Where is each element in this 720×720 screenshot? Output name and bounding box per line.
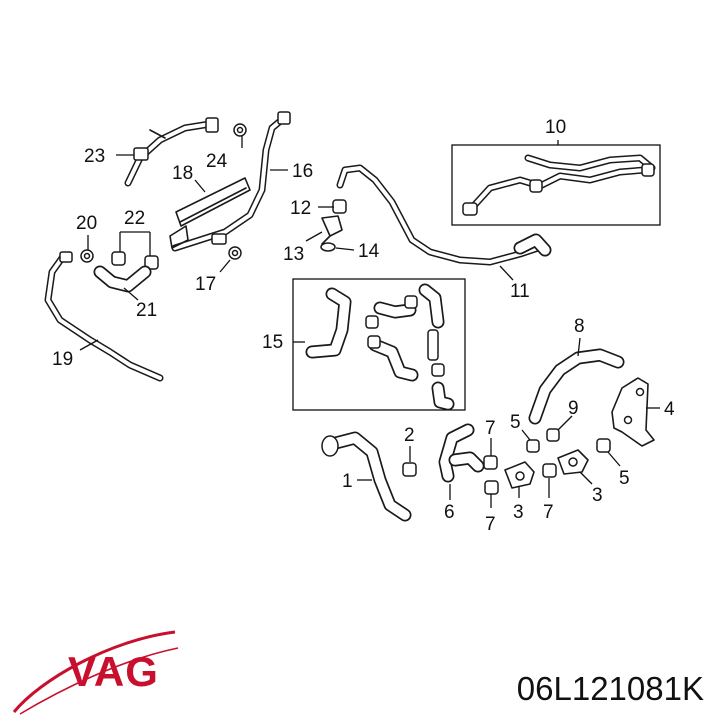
callout-9: 9: [568, 398, 579, 419]
callout-1: 1: [342, 471, 353, 492]
callout-22: 22: [124, 208, 145, 229]
callout-5-left: 5: [510, 412, 521, 433]
part-3-valves: [504, 449, 589, 489]
callout-23: 23: [84, 146, 105, 167]
part-13-bolt: [321, 215, 343, 245]
part-16-pipe: [171, 111, 291, 252]
part-11-pipe: [336, 164, 552, 266]
callout-16: 16: [292, 161, 313, 182]
brand-name: VAG: [68, 648, 159, 695]
callout-4: 4: [664, 399, 675, 420]
callout-12: 12: [290, 198, 311, 219]
callout-18: 18: [172, 163, 193, 184]
callout-2: 2: [404, 425, 415, 446]
part-8-hose: [528, 348, 625, 425]
part-2-clamp: [402, 462, 417, 477]
callout-20: 20: [76, 213, 97, 234]
part-22-clamps: [111, 251, 159, 270]
part-19-hose: [44, 251, 164, 382]
callout-7-bottom-left: 7: [485, 514, 496, 535]
part-21-hose: [93, 265, 152, 293]
callout-17: 17: [195, 274, 216, 295]
callout-labels: 23 24 16 18 20 22 21 17 19 12 13 14 10 1…: [52, 117, 675, 535]
part-5-clamps: [526, 438, 611, 453]
callout-7-top: 7: [485, 418, 496, 439]
part-18-shield: [169, 177, 251, 249]
callout-3-left: 3: [513, 502, 524, 523]
part-6-hose: [438, 423, 485, 483]
vag-logo: VAG: [12, 630, 179, 715]
callout-14: 14: [358, 241, 380, 262]
part-7-clamps: [483, 455, 557, 495]
callout-11: 11: [510, 281, 530, 302]
callout-3-right: 3: [592, 485, 603, 506]
callout-19: 19: [52, 349, 73, 370]
part-23-pipe: [124, 117, 219, 187]
part-15-kit-box: [292, 278, 466, 411]
callout-7-bottom-right: 7: [543, 502, 554, 523]
callout-13: 13: [283, 244, 304, 265]
part-9-clamp: [546, 428, 560, 442]
part-24-washer: [233, 123, 247, 137]
part-14-washer: [320, 242, 336, 252]
callout-21: 21: [136, 300, 157, 321]
part-20-washer: [80, 249, 94, 263]
callout-5-right: 5: [619, 468, 630, 489]
part-4-bracket: [611, 377, 655, 447]
part-number: 06L121081K: [517, 670, 704, 707]
callout-15: 15: [262, 332, 283, 353]
callout-10: 10: [545, 117, 566, 138]
leader-lines: [79, 136, 660, 508]
callout-6: 6: [444, 502, 455, 523]
part-1-hose: [321, 431, 412, 522]
callout-8: 8: [574, 316, 585, 337]
callout-24: 24: [206, 151, 228, 172]
part-17-washer: [211, 233, 242, 260]
part-12-clamp: [332, 199, 347, 214]
part-10-kit-box: [451, 144, 661, 226]
